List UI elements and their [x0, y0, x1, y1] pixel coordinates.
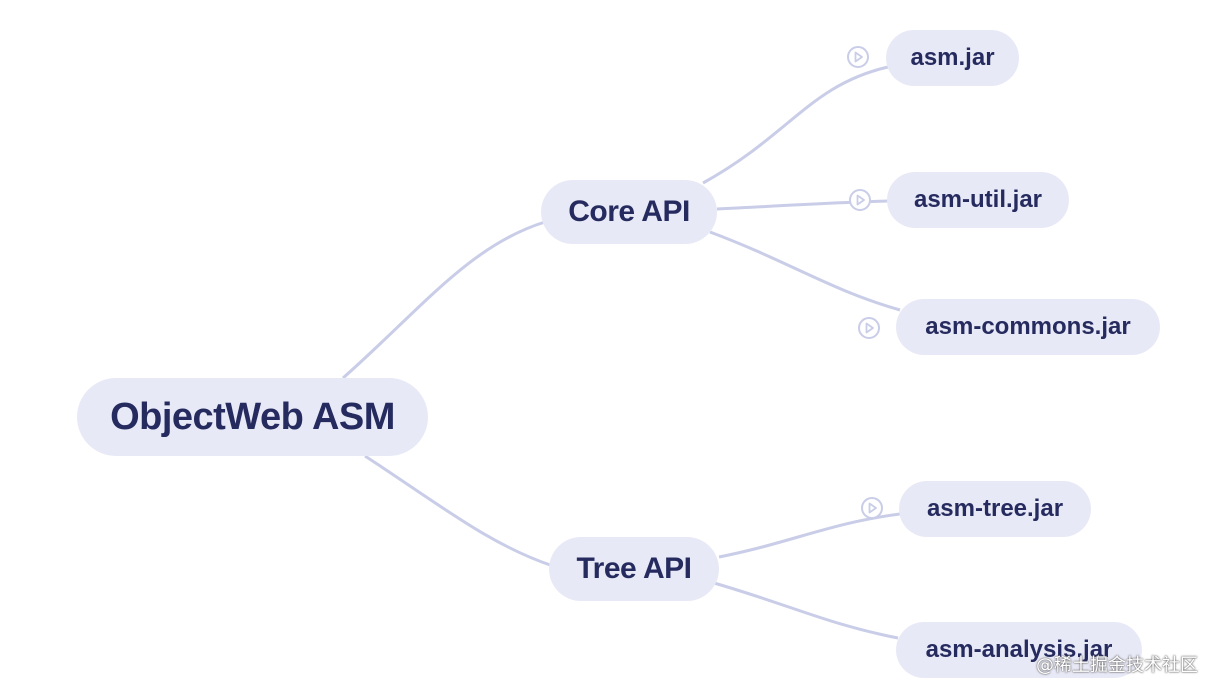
- edge-root-core: [342, 220, 546, 380]
- leaf-node-asm-util-jar[interactable]: asm-util.jar: [887, 172, 1069, 228]
- leaf-node-asm-analysis-jar[interactable]: asm-analysis.jar: [896, 622, 1142, 678]
- edge-tree-treejar: [718, 512, 901, 559]
- edge-core-asm: [702, 65, 889, 185]
- leaf-node-label: asm-util.jar: [913, 186, 1043, 213]
- root-node-label: ObjectWeb ASM: [110, 395, 395, 438]
- leaf-node-label: asm-commons.jar: [925, 313, 1131, 340]
- leaf-node-asm-jar[interactable]: asm.jar: [886, 30, 1019, 86]
- leaf-node-label: asm-analysis.jar: [925, 636, 1113, 663]
- root-node[interactable]: ObjectWeb ASM: [77, 378, 428, 456]
- edge-core-commons: [709, 230, 901, 312]
- branch-node-label: Tree API: [576, 552, 692, 585]
- leaf-node-label: asm.jar: [910, 44, 995, 71]
- leaf-node-asm-tree-jar[interactable]: asm-tree.jar: [899, 481, 1091, 537]
- watermark-text: @稀土掘金技术社区: [1036, 655, 1198, 676]
- branch-node-core-api[interactable]: Core API: [541, 180, 717, 244]
- leaf-node-asm-commons-jar[interactable]: asm-commons.jar: [896, 299, 1160, 355]
- play-circle-icon[interactable]: [857, 316, 881, 340]
- edge-tree-analysis: [713, 581, 899, 640]
- play-circle-icon[interactable]: [848, 188, 872, 212]
- branch-node-tree-api[interactable]: Tree API: [549, 537, 719, 601]
- play-circle-icon[interactable]: [846, 45, 870, 69]
- play-circle-icon[interactable]: [860, 496, 884, 520]
- leaf-node-label: asm-tree.jar: [926, 495, 1064, 522]
- edge-root-tree: [364, 454, 554, 568]
- branch-node-label: Core API: [568, 195, 690, 228]
